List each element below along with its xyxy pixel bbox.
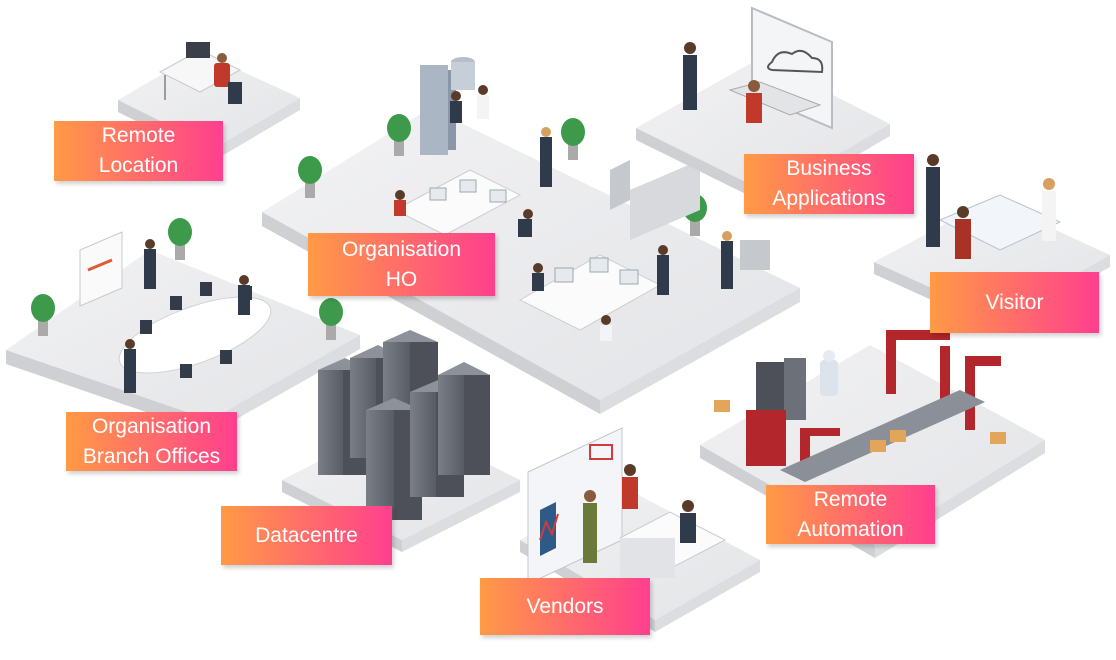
label-datacentre: Datacentre <box>221 506 392 565</box>
platform-datacentre <box>282 330 520 552</box>
person-icon <box>217 53 227 63</box>
plant-icon <box>319 298 343 340</box>
label-visitor: Visitor <box>930 272 1099 333</box>
server-rack-icon <box>438 362 490 475</box>
label-remote-location: Remote Location <box>54 121 223 181</box>
plant-icon <box>298 156 322 198</box>
platform-vendors <box>520 427 760 632</box>
platform-branch-offices <box>6 218 360 434</box>
platform-organisation-ho <box>262 57 800 414</box>
label-organisation-branch-offices: Organisation Branch Offices <box>66 412 237 471</box>
robot-arm-icon <box>746 410 840 480</box>
box-icon <box>890 430 906 442</box>
plant-icon <box>31 294 55 336</box>
plant-icon <box>561 118 585 160</box>
box-icon <box>714 400 730 412</box>
plant-icon <box>387 114 411 156</box>
label-remote-automation: Remote Automation <box>766 485 935 544</box>
box-icon <box>870 440 886 452</box>
robot-arm-icon <box>886 330 950 406</box>
label-vendors: Vendors <box>480 578 650 635</box>
label-organisation-ho: Organisation HO <box>308 233 495 296</box>
cloud-icon <box>767 49 824 74</box>
box-icon <box>990 432 1006 444</box>
label-business-applications: Business Applications <box>744 154 914 214</box>
plant-icon <box>168 218 192 260</box>
